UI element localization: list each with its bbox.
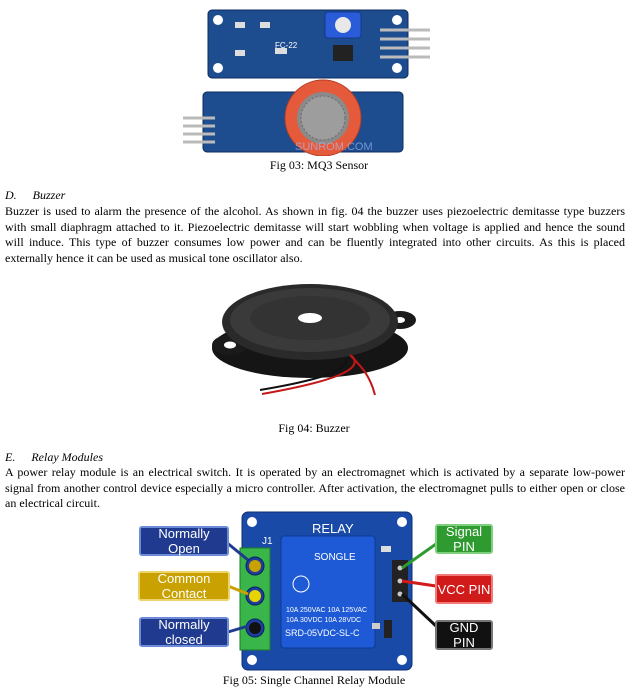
- relay-board-title: RELAY: [312, 521, 354, 536]
- label-common-contact: Common Contact: [138, 571, 230, 601]
- label-gnd-pin: GND PIN: [435, 620, 493, 650]
- buzzer-paragraph: Buzzer is used to alarm the presence of …: [5, 204, 625, 265]
- mq3-board-label: FC-22: [275, 41, 298, 50]
- relay-paragraph: A power relay module is an electrical sw…: [5, 465, 625, 511]
- label-vcc-pin: VCC PIN: [435, 574, 493, 604]
- fig05-caption: Fig 05: Single Channel Relay Module: [222, 673, 406, 687]
- svg-text:J1: J1: [262, 536, 273, 547]
- watermark: SUNROM.COM: [295, 141, 373, 153]
- relay-model: SRD-05VDC-SL-C: [285, 628, 360, 638]
- label-normally-closed: Normally closed: [139, 617, 229, 647]
- fig03-caption: Fig 03: MQ3 Sensor: [269, 158, 369, 172]
- fig04-caption: Fig 04: Buzzer: [278, 421, 350, 435]
- heading-text: Buzzer: [32, 188, 66, 202]
- heading-number: D.: [5, 188, 17, 202]
- section-heading-buzzer: D. Buzzer: [5, 188, 65, 203]
- relay-brand: SONGLE: [314, 552, 356, 563]
- label-normally-open: Normally Open: [139, 526, 229, 556]
- label-signal-pin: Signal PIN: [435, 524, 493, 554]
- buzzer-image: [212, 284, 416, 396]
- relay-module-image: RELAY J1 SONGLE 10A 250VAC 10A 125VAC 10…: [225, 511, 438, 671]
- heading-text: Relay Modules: [31, 450, 103, 464]
- section-heading-relay: E. Relay Modules: [5, 450, 103, 465]
- relay-rating-1: 10A 250VAC 10A 125VAC: [286, 607, 367, 614]
- relay-rating-2: 10A 30VDC 10A 28VDC: [286, 617, 361, 624]
- mq3-sensor-image: FC-22 SUNROM.COM: [183, 9, 430, 156]
- heading-number: E.: [5, 450, 16, 464]
